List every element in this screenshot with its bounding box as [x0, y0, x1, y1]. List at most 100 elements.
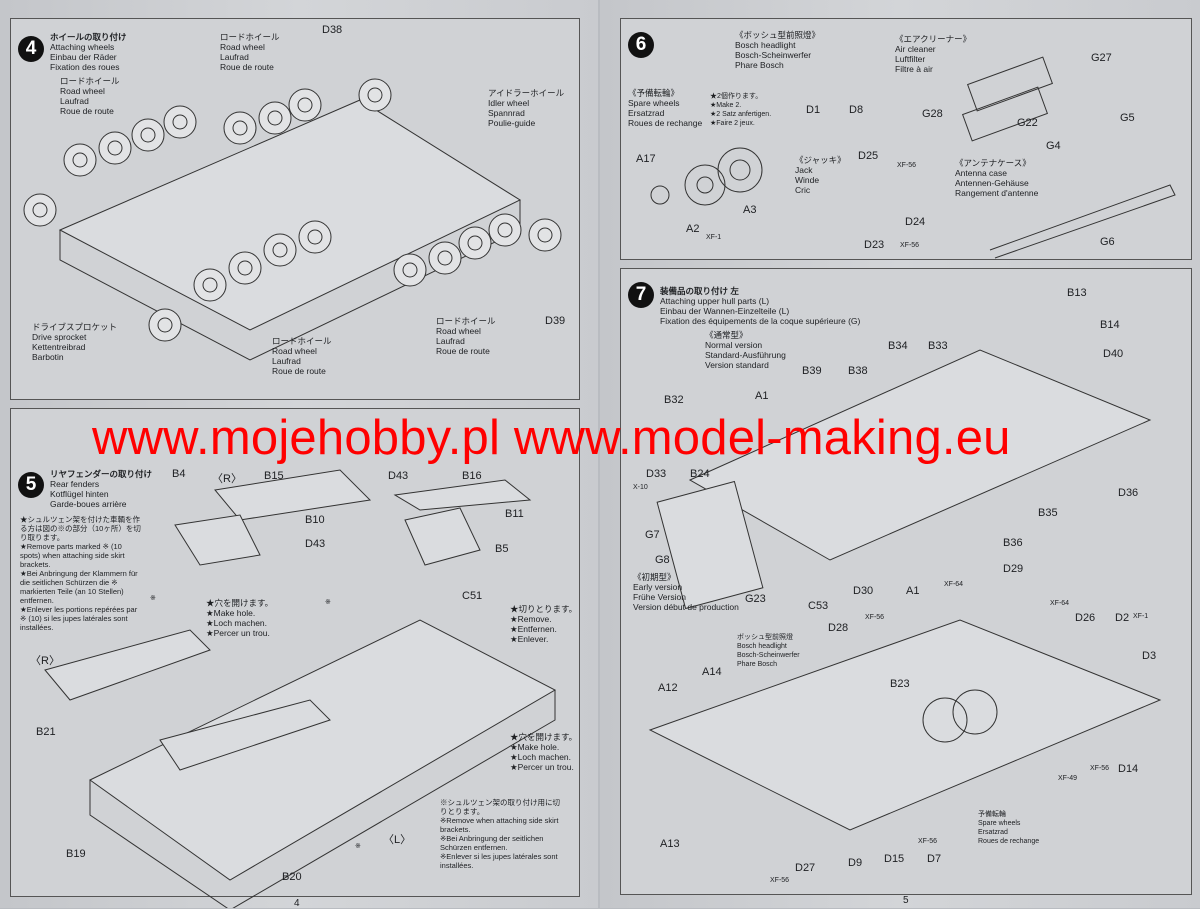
- part-label: D7: [927, 853, 942, 865]
- de: Laufrad: [272, 356, 301, 366]
- part-label: XF-56: [918, 838, 938, 845]
- part-label: C51: [462, 590, 483, 602]
- de: Laufrad: [220, 52, 249, 62]
- title-en: Attaching upper hull parts (L): [660, 296, 770, 306]
- jp: ドライブスプロケット: [32, 322, 118, 332]
- road-wheel-shape: [488, 213, 522, 247]
- fr: Version début de production: [633, 602, 739, 612]
- jp: アイドラーホイール: [488, 88, 565, 98]
- de: ※Bei Anbringung der seitlichen Schürzen …: [440, 834, 544, 852]
- part-label: B4: [172, 468, 186, 480]
- note-jp: ★シュルツェン架を付けた車輌を作る方は図の※の部分（10ヶ所）を切り取ります。: [20, 515, 141, 542]
- en: Normal version: [705, 340, 763, 350]
- de: ★2 Satz anfertigen.: [710, 111, 772, 118]
- road-wheel-shape: [32, 202, 48, 218]
- road-wheel-shape: [237, 260, 253, 276]
- road-wheel-shape: [298, 220, 332, 254]
- fr: ★Percer un trou.: [510, 762, 574, 772]
- page-number-right: 5: [903, 895, 909, 906]
- part-label: D39: [545, 315, 566, 327]
- jp: ★穴を開けます。: [206, 598, 274, 608]
- en: Road wheel: [220, 42, 265, 52]
- part-label: XF-56: [865, 614, 885, 621]
- jp: ★穴を開けます。: [510, 732, 578, 742]
- road-wheel-shape: [172, 114, 188, 130]
- part-label: B39: [802, 365, 822, 377]
- part-label: B23: [890, 678, 910, 690]
- de: Antennen-Gehäuse: [955, 178, 1029, 188]
- part-label: D8: [849, 104, 864, 116]
- part-label: D25: [858, 150, 879, 162]
- title-de: Einbau der Räder: [50, 52, 117, 62]
- jp: ロードホイール: [60, 76, 120, 86]
- part-label: G23: [745, 593, 766, 605]
- road-wheel-shape: [537, 227, 553, 243]
- en: ★Make hole.: [510, 742, 560, 752]
- title-jp: リヤフェンダーの取り付け: [50, 469, 153, 479]
- watermark-text: www.mojehobby.pl www.model-making.eu: [92, 411, 1011, 465]
- part-label: D26: [1075, 612, 1096, 624]
- title-jp: ホイールの取り付け: [50, 32, 127, 42]
- jp: 《アンテナケース》: [955, 158, 1031, 168]
- en: Early version: [633, 582, 683, 592]
- part-label: A13: [660, 838, 680, 850]
- step-title: ホイールの取り付け Attaching wheels Einbau der Rä…: [50, 32, 127, 72]
- en: Road wheel: [60, 86, 105, 96]
- part-label: D27: [795, 862, 816, 874]
- jp: ロードホイール: [436, 316, 496, 326]
- road-wheel-shape: [528, 218, 562, 252]
- fr: Filtre à air: [895, 64, 933, 74]
- road-wheel-shape: [402, 262, 418, 278]
- road-wheel-shape: [458, 226, 492, 260]
- step-number: 6: [628, 32, 654, 58]
- en: Air cleaner: [895, 44, 936, 54]
- part-label: B19: [66, 848, 86, 860]
- en: ※Remove when attaching side skirt bracke…: [440, 816, 559, 834]
- part-label: B15: [264, 470, 284, 482]
- part-label: D1: [806, 104, 821, 116]
- title-fr: Fixation des roues: [50, 62, 120, 72]
- fr: Roue de route: [220, 62, 274, 72]
- jp: ロードホイール: [272, 336, 332, 346]
- part-label: C53: [808, 600, 829, 612]
- road-wheel-shape: [437, 250, 453, 266]
- part-label: D29: [1003, 563, 1024, 575]
- make-hole-note: ★穴を開けます。★Make hole.★Loch machen.★Percer …: [510, 732, 577, 772]
- jp: 《通常型》: [705, 330, 748, 340]
- road-wheel-shape: [258, 101, 292, 135]
- part-label: B24: [690, 468, 710, 480]
- part-label: B13: [1067, 287, 1087, 299]
- de: ★Entfernen.: [510, 624, 557, 634]
- title-de: Einbau der Wannen-Einzelteile (L): [660, 306, 790, 316]
- note-en: ★Remove parts marked ※ (10 spots) when a…: [20, 542, 125, 569]
- road-wheel-shape: [288, 88, 322, 122]
- jp: ★切りとります。: [510, 604, 578, 614]
- part-label: 〈R〉: [212, 473, 242, 485]
- part-label: X-10: [633, 484, 648, 491]
- title-fr: Fixation des équipements de la coque sup…: [660, 316, 861, 326]
- jp: 《初期型》: [633, 572, 676, 582]
- en: Idler wheel: [488, 98, 530, 108]
- step-number: 7: [628, 282, 654, 308]
- part-label: G28: [922, 108, 943, 120]
- jp: ロードホイール: [220, 32, 280, 42]
- road-wheel-shape: [223, 111, 257, 145]
- en: ★Make 2.: [710, 102, 742, 109]
- make-2-note: ★2個作ります。★Make 2.★2 Satz anfertigen.★Fair…: [710, 92, 771, 128]
- de: Frühe Version: [633, 592, 686, 602]
- fr: Roue de route: [60, 106, 114, 116]
- en: Drive sprocket: [32, 332, 87, 342]
- part-label: D30: [853, 585, 874, 597]
- part-label: D40: [1103, 348, 1124, 360]
- road-wheel-shape: [267, 110, 283, 126]
- road-wheel-shape: [307, 229, 323, 245]
